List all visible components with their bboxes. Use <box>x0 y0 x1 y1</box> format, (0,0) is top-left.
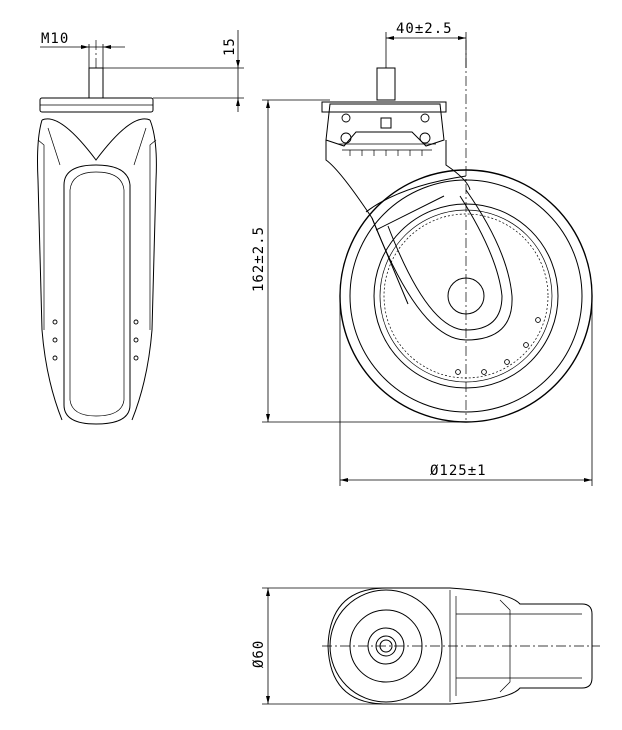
side-stem <box>376 67 396 101</box>
label-width: Ø60 <box>251 640 267 668</box>
top-view: Ø60 <box>251 587 600 705</box>
label-stem-length: 15 <box>222 37 238 56</box>
dim-height: 162±2.5 <box>251 99 466 423</box>
front-fork <box>37 119 157 421</box>
side-view: 40±2.5 162±2.5 Ø125±1 <box>251 21 593 486</box>
dim-wheel-diameter: Ø125±1 <box>339 296 593 486</box>
dim-stem-length: 15 <box>103 30 244 112</box>
label-wheel-diameter: Ø125±1 <box>430 463 487 479</box>
label-offset: 40±2.5 <box>396 21 453 37</box>
front-wheel <box>63 164 131 425</box>
side-fork-loop <box>371 189 513 341</box>
side-housing-section <box>325 103 445 147</box>
label-thread: M10 <box>41 31 69 47</box>
label-height: 162±2.5 <box>251 226 267 292</box>
dim-offset: 40±2.5 <box>385 21 467 68</box>
front-stem <box>88 67 104 99</box>
side-fork <box>325 140 471 305</box>
front-view: M10 15 <box>37 30 244 425</box>
dim-thread: M10 <box>40 31 125 68</box>
dim-width: Ø60 <box>251 587 386 705</box>
